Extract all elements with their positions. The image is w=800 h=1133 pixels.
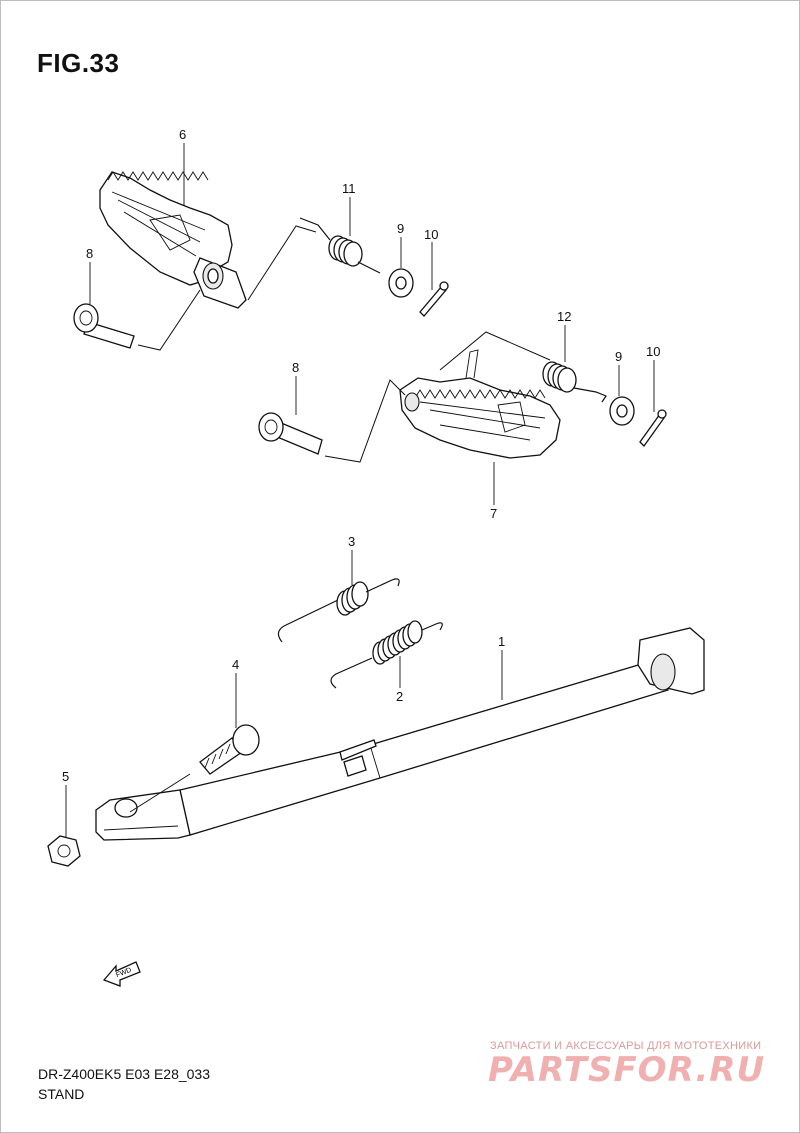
watermark-logo: PARTSFOR.RU xyxy=(488,1050,766,1090)
assembly-line xyxy=(129,773,191,813)
callout-3: 3 xyxy=(348,534,355,549)
callout-10: 10 xyxy=(424,227,438,242)
callout-7: 7 xyxy=(490,506,497,521)
assembly-line xyxy=(137,289,201,351)
watermark-tagline: ЗАПЧАСТИ И АКСЕССУАРЫ ДЛЯ МОТОТЕХНИКИ xyxy=(490,1040,762,1052)
spring-part-12[interactable] xyxy=(542,361,607,403)
assembly-line xyxy=(324,379,406,463)
callout-2: 2 xyxy=(396,689,403,704)
callout-11: 11 xyxy=(342,181,356,196)
assembly-line xyxy=(439,331,551,371)
cotter-pin-part-10-upper[interactable] xyxy=(419,281,449,317)
pin-part-8-upper[interactable] xyxy=(73,303,135,349)
callout-9: 9 xyxy=(615,349,622,364)
washer-part-9-lower[interactable] xyxy=(609,396,635,426)
pin-part-8-lower[interactable] xyxy=(258,412,323,455)
nut-part-5[interactable] xyxy=(47,835,81,867)
callout-5: 5 xyxy=(62,769,69,784)
model-code: DR-Z400EK5 E03 E28_033 xyxy=(38,1066,210,1082)
figure-title: FIG.33 xyxy=(37,48,120,78)
callout-10: 10 xyxy=(646,344,660,359)
callout-1: 1 xyxy=(498,634,505,649)
callout-9: 9 xyxy=(397,221,404,236)
callout-leaders xyxy=(65,143,655,838)
spring-part-2[interactable] xyxy=(330,620,443,689)
pivot-bolt-part-4[interactable] xyxy=(199,724,260,775)
callout-6: 6 xyxy=(179,127,186,142)
callout-8: 8 xyxy=(292,360,299,375)
assembly-line xyxy=(247,225,317,301)
washer-part-9-upper[interactable] xyxy=(388,268,414,298)
callout-8: 8 xyxy=(86,246,93,261)
callout-12: 12 xyxy=(557,309,571,324)
section-name: STAND xyxy=(38,1086,85,1102)
spring-part-3[interactable] xyxy=(277,578,400,643)
footrest-right-part-7[interactable] xyxy=(399,349,561,459)
side-stand-part-1[interactable] xyxy=(95,627,705,841)
cotter-pin-part-10-lower[interactable] xyxy=(639,409,667,448)
callout-numbers: 6 11 9 10 8 12 9 10 8 7 3 1 4 2 5 xyxy=(62,127,660,784)
spring-part-11[interactable] xyxy=(299,217,381,274)
forward-direction-arrow-icon: FWD xyxy=(102,961,141,987)
footrest-left-part-6[interactable] xyxy=(99,171,247,309)
callout-4: 4 xyxy=(232,657,239,672)
